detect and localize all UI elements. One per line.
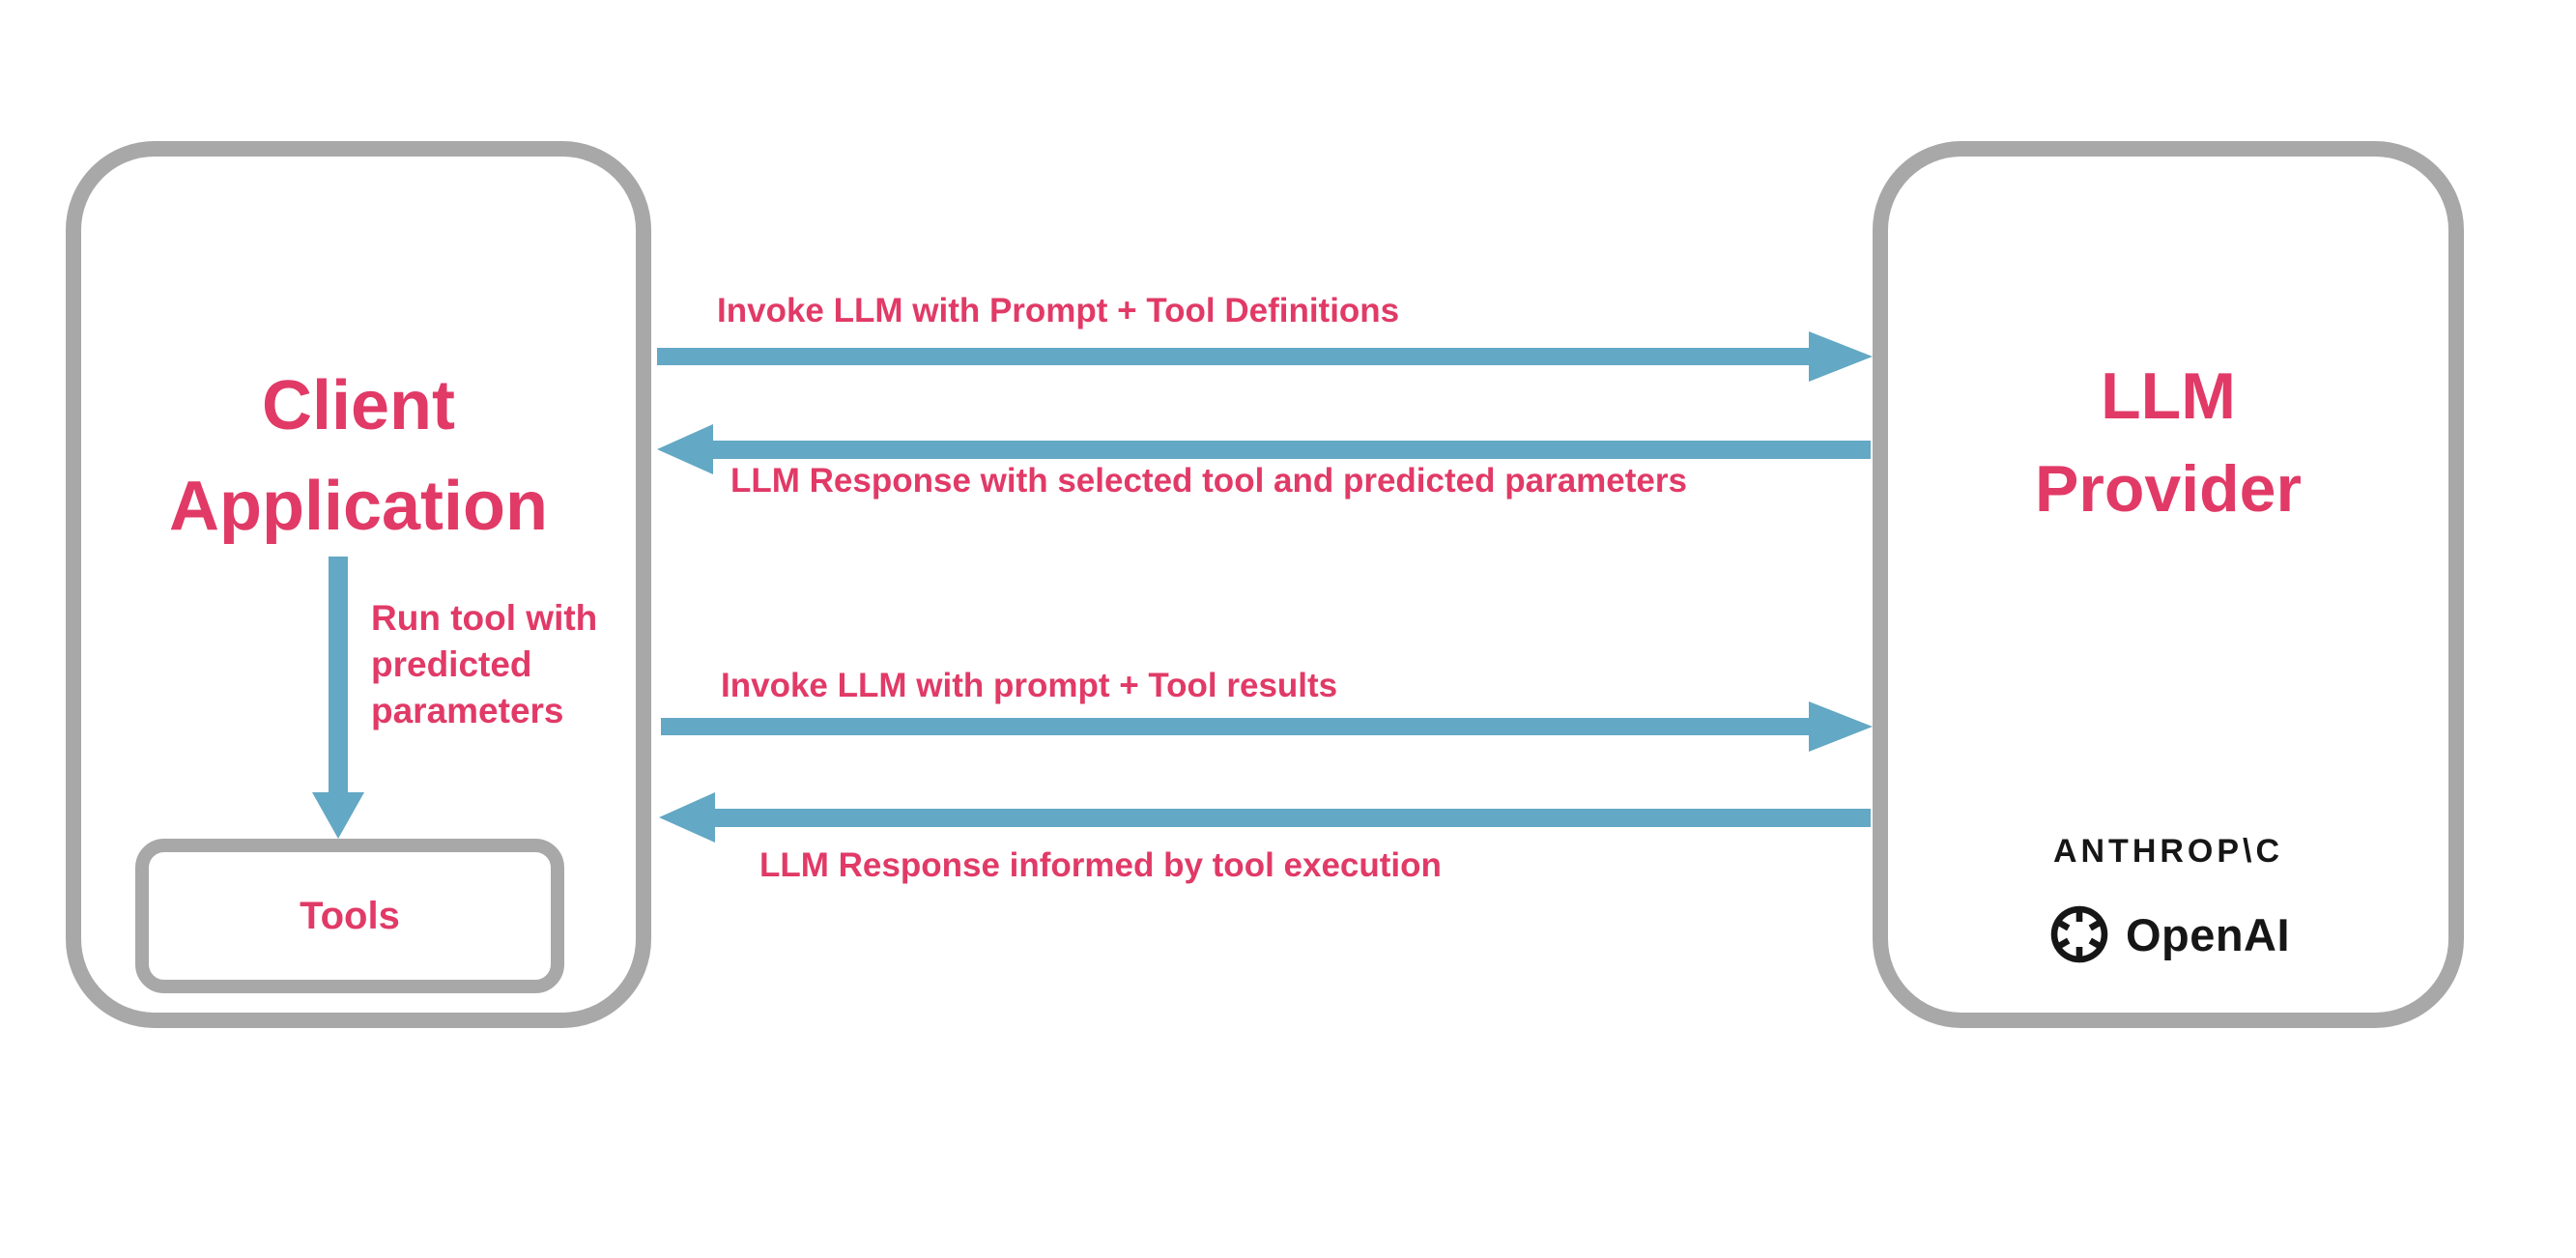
run-tool-note: Run tool with predicted parameters <box>371 595 597 734</box>
openai-logo: OpenAI <box>1873 897 2464 972</box>
openai-logo-icon <box>2050 905 2108 963</box>
arrow-head <box>1809 701 1873 752</box>
arrow-shaft <box>661 718 1809 735</box>
run-tool-note-line-3: parameters <box>371 691 564 730</box>
provider-title-line-2: Provider <box>2035 452 2302 526</box>
tools-box: Tools <box>135 839 564 993</box>
anthropic-wordmark: ANTHROP\C <box>2052 833 2284 870</box>
message-label-response-selected-tool: LLM Response with selected tool and pred… <box>730 462 1687 500</box>
arrow-head <box>659 792 715 843</box>
arrow-shaft <box>715 809 1871 827</box>
arrow-shaft <box>657 348 1809 365</box>
run-tool-note-line-2: predicted <box>371 644 532 684</box>
client-application-title: Client Application <box>66 356 651 557</box>
tools-box-label: Tools <box>300 894 400 937</box>
client-title-line-1: Client <box>261 367 455 444</box>
llm-provider-box <box>1873 141 2464 1028</box>
arrow-head <box>1809 331 1873 382</box>
message-label-invoke-definitions: Invoke LLM with Prompt + Tool Definition… <box>717 292 1400 329</box>
run-tool-note-line-1: Run tool with <box>371 598 598 638</box>
arrow-head <box>657 424 713 474</box>
client-title-line-2: Application <box>169 468 548 545</box>
openai-logo-text: OpenAI <box>2125 908 2291 960</box>
run-tool-arrow-shaft <box>329 557 348 792</box>
provider-title-line-1: LLM <box>2101 359 2236 433</box>
message-label-invoke-results: Invoke LLM with prompt + Tool results <box>721 667 1338 704</box>
llm-provider-title: LLM Provider <box>1873 350 2464 535</box>
client-application-box <box>66 141 651 1028</box>
arrow-shaft <box>713 441 1871 459</box>
message-label-response-informed: LLM Response informed by tool execution <box>759 846 1442 884</box>
run-tool-arrow-head <box>312 792 364 839</box>
